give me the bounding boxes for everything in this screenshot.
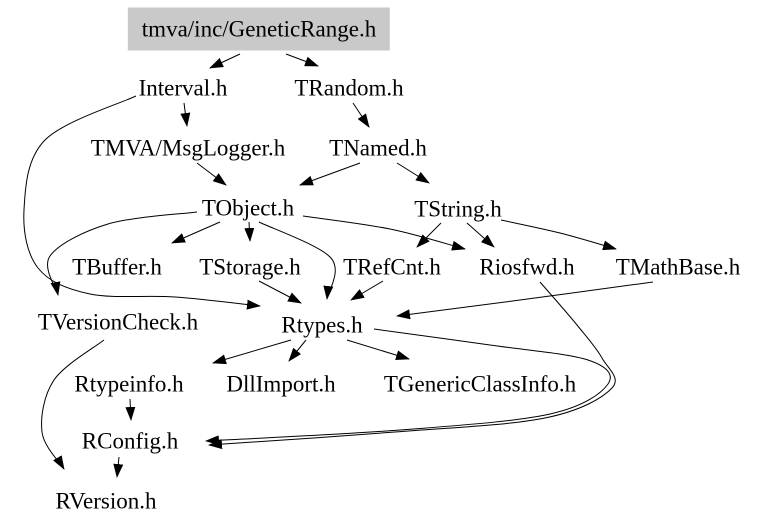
node-tgenericclassinfo[interactable]: TGenericClassInfo.h [383, 371, 577, 397]
node-tversioncheck[interactable]: TVersionCheck.h [37, 309, 199, 335]
node-riosfwd[interactable]: Riosfwd.h [479, 254, 575, 280]
edge-tobject-to-tstorage [244, 221, 255, 242]
edge-rtypes-to-rtypeinfo [212, 339, 292, 365]
edge-tstring-to-trefcnt [416, 222, 442, 248]
edge-geneticrange-to-interval [209, 53, 241, 69]
node-interval[interactable]: Interval.h [138, 75, 228, 101]
node-trefcnt[interactable]: TRefCnt.h [343, 254, 441, 280]
edge-rtypes-to-rconfig [205, 328, 611, 446]
edge-tobject-to-tbuffer [171, 221, 221, 244]
node-dllimport[interactable]: DllImport.h [226, 371, 336, 397]
edge-tstorage-to-rtypes [258, 280, 302, 304]
edge-interval-to-msglogger [180, 102, 191, 127]
edge-trefcnt-to-rtypes [350, 280, 384, 301]
edge-riosfwd-to-rconfig [208, 281, 616, 450]
node-tnamed[interactable]: TNamed.h [329, 135, 427, 161]
edge-tobject-to-tversioncheck [47, 211, 198, 296]
edge-tnamed-to-tobject [299, 162, 361, 186]
node-rversion[interactable]: RVersion.h [55, 488, 157, 514]
edge-tnamed-to-tstring [396, 162, 430, 184]
edge-tobject-to-riosfwd [302, 215, 466, 251]
node-msglogger[interactable]: TMVA/MsgLogger.h [90, 135, 286, 161]
node-geneticrange: tmva/inc/GeneticRange.h [127, 7, 391, 51]
node-rconfig[interactable]: RConfig.h [81, 428, 179, 454]
edge-rconfig-to-rversion [113, 456, 124, 478]
edge-tstring-to-tmathbase [500, 219, 617, 251]
edge-interval-to-rtypes [23, 95, 261, 310]
edge-msglogger-to-tobject [196, 162, 227, 186]
edge-tmathbase-to-rtypes [396, 281, 654, 320]
node-rtypes[interactable]: Rtypes.h [281, 312, 363, 338]
node-tmathbase[interactable]: TMathBase.h [615, 254, 741, 280]
node-tstring[interactable]: TString.h [414, 196, 502, 222]
edge-geneticrange-to-trandom [285, 53, 319, 67]
edge-tversioncheck-to-rversion [41, 339, 105, 470]
node-tobject[interactable]: TObject.h [201, 195, 295, 221]
node-rtypeinfo[interactable]: Rtypeinfo.h [74, 371, 184, 397]
edge-rtypes-to-tgenericclassinfo [346, 339, 410, 360]
node-tstorage[interactable]: TStorage.h [199, 254, 301, 280]
edge-tstring-to-riosfwd [466, 222, 495, 248]
edge-tobject-to-rtypes [258, 221, 336, 300]
edge-trandom-to-tnamed [352, 102, 370, 128]
edge-rtypeinfo-to-rconfig [125, 398, 136, 421]
node-trandom[interactable]: TRandom.h [294, 75, 404, 101]
edge-rtypes-to-dllimport [288, 339, 307, 362]
node-tbuffer[interactable]: TBuffer.h [72, 254, 162, 280]
